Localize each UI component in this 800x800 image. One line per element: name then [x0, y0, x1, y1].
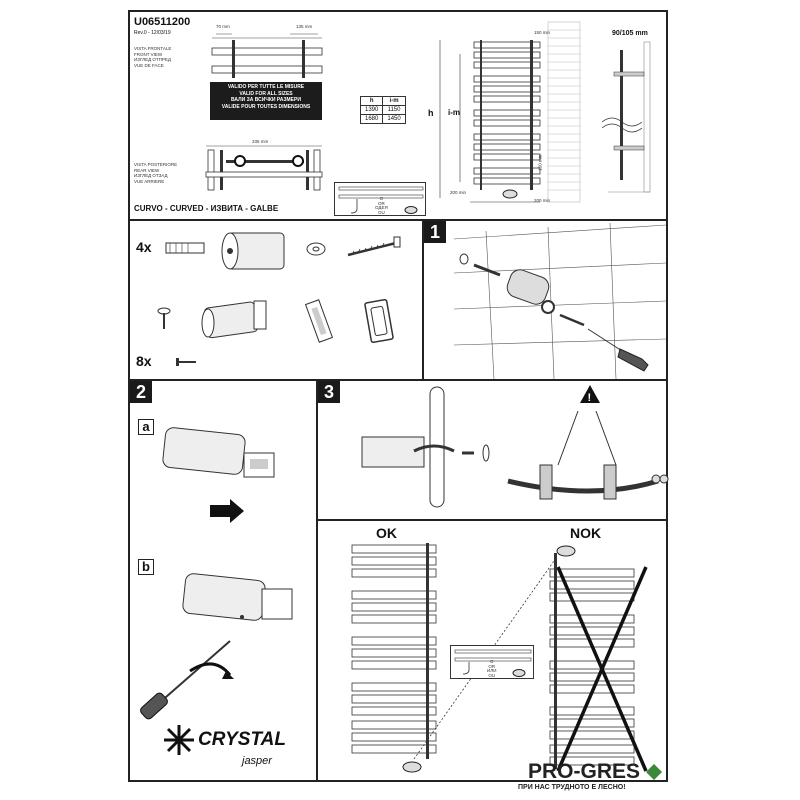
front-view-drawing: [211, 33, 323, 78]
dim-70: 70 mm: [216, 24, 230, 29]
bracket-cylinder-icon: [221, 232, 285, 270]
step-number-2: 2: [130, 381, 152, 403]
kit-panel: 4x 8x: [130, 221, 422, 379]
jasper-brand: jasper: [242, 755, 272, 767]
dim-200-left: 200 min: [450, 190, 467, 195]
dim-335: 335 mm: [252, 139, 269, 144]
dim-200-bottom: 200 min: [534, 198, 551, 203]
h-label: h: [428, 108, 434, 118]
rear-view-drawing: [205, 145, 323, 191]
ok-label: OK: [376, 525, 397, 541]
step-number-3: 3: [318, 381, 340, 403]
step-1-panel: 1: [424, 221, 666, 379]
step-2-panel: 2 a b CRYSTAL jasper: [130, 381, 316, 780]
header-panel: U06511200 Rev.0 - 12/03/19 VISTA FRONTAL…: [130, 12, 666, 219]
cover-plate-icon: [304, 299, 334, 343]
small-screw-icon: [157, 307, 171, 329]
im-label: i-m: [448, 108, 460, 117]
wall-mount-drawing: [453, 222, 666, 379]
divider: [130, 379, 666, 381]
ok-nok-panel: OK NOK: [318, 521, 666, 780]
instruction-sheet: U06511200 Rev.0 - 12/03/19 VISTA FRONTAL…: [128, 10, 669, 782]
frame-cover-icon: [364, 298, 394, 344]
qty-8x: 8x: [136, 353, 152, 369]
kit-parts-drawing: [157, 232, 401, 366]
side-view-drawing: [601, 41, 651, 193]
sleeve-icon: [201, 300, 267, 339]
wall-distance: 90/105 mm: [612, 30, 648, 37]
substep-a: a: [138, 419, 154, 435]
dim-135: 135 mm: [296, 24, 313, 29]
svg-text:!: !: [588, 392, 592, 404]
divider: [130, 219, 666, 221]
size-col-h: h: [359, 96, 384, 106]
curved-title: CURVO - CURVED - ИЗВИТА - GALBE: [134, 204, 279, 213]
progres-diamond-icon: [646, 764, 662, 780]
substep-b: b: [138, 559, 154, 575]
long-screw-icon: [347, 236, 401, 257]
revision: Rev.0 - 12/03/19: [134, 30, 171, 36]
washer-icon: [306, 242, 326, 256]
step-3-panel: 3 !: [318, 381, 669, 519]
progres-tagline: ПРИ НАС ТРУДНОТО Е ЛЕСНО!: [518, 784, 626, 791]
divider: [316, 519, 666, 521]
wall-plug-icon: [165, 242, 205, 254]
radiator-front-drawing: [439, 21, 581, 203]
step-number-1: 1: [424, 221, 446, 243]
crystal-brand: CRYSTAL: [198, 729, 286, 750]
bracket-fit-drawing: !: [361, 385, 669, 508]
crystal-logo-icon: [164, 725, 194, 755]
divider: [316, 379, 318, 780]
divider: [422, 219, 424, 381]
size-col-im: i-m: [382, 96, 406, 106]
sleeve-assembly-drawing: [140, 427, 293, 720]
qty-4x: 4x: [136, 239, 152, 255]
progres-logo: PRO-GRES: [528, 760, 641, 783]
mini-screw-icon: [176, 358, 196, 366]
dim-150-side: 150 min: [537, 154, 543, 171]
product-code: U06511200: [134, 16, 191, 28]
dim-150-top: 150 min: [534, 30, 551, 35]
nok-label: NOK: [570, 525, 602, 541]
